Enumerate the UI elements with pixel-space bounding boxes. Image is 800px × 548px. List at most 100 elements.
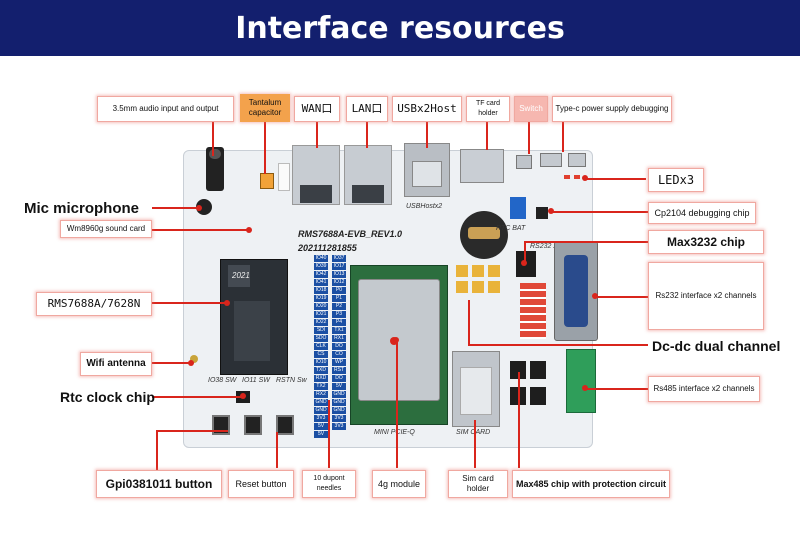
pin-label: P2	[332, 303, 346, 310]
label-led: LEDx3	[648, 168, 704, 192]
pin-label: 5V	[332, 383, 346, 390]
silk-sw1: IO38 SW	[208, 377, 237, 384]
pin-label: 3V3	[314, 415, 328, 422]
pointer-switch	[528, 122, 530, 154]
pin-label: TX1	[332, 327, 346, 334]
max485-chip-2	[530, 361, 546, 379]
lan-rj45-port	[352, 185, 384, 203]
pin-label: IO39	[314, 263, 328, 270]
typec-port-1	[540, 153, 562, 167]
gpio38-button[interactable]	[212, 415, 230, 435]
label-rms: RMS7688A/7628N	[36, 292, 152, 316]
pointer-dot-max3232	[521, 260, 527, 266]
pin-label: IO10	[314, 359, 328, 366]
led-2	[574, 175, 580, 179]
cp2104-chip	[536, 207, 548, 219]
pin-label: WP	[332, 359, 346, 366]
rtc-battery-clip	[468, 227, 500, 239]
label-wm8960: Wm8960g sound card	[60, 220, 152, 238]
gpio11-button[interactable]	[244, 415, 262, 435]
pointer-audio	[212, 122, 214, 156]
pointer-dupont	[328, 400, 330, 468]
pin-label: GND	[332, 391, 346, 398]
inductor-2	[472, 265, 484, 277]
label-switch: Switch	[514, 96, 548, 122]
label-dcdc: Dc-dc dual channel	[652, 338, 781, 354]
pin-label: RX2	[314, 391, 328, 398]
pin-label: RST	[332, 367, 346, 374]
4g-module-card	[358, 279, 440, 401]
label-sim: Sim card holder	[448, 470, 508, 498]
white-connector	[278, 163, 290, 191]
pointer-usb	[426, 122, 428, 148]
label-typec: Type-c power supply debugging	[552, 96, 672, 122]
label-dupont: 10 dupont needles	[302, 470, 356, 498]
pointer-mic	[152, 207, 198, 209]
label-4g: 4g module	[372, 470, 426, 498]
right-pin-header: IO37 IO17 IO13 IO12 P0 P1 P2 P3 P4 TX1 R…	[332, 255, 346, 431]
label-usb: USBx2Host	[392, 96, 462, 122]
pin-label: SDI	[314, 327, 328, 334]
inductor-1	[456, 265, 468, 277]
db9-shell	[564, 255, 588, 327]
pin-label: TX2	[314, 383, 328, 390]
pointer-rms	[152, 302, 226, 304]
label-wan: WAN口	[294, 96, 340, 122]
pointer-typec	[562, 122, 564, 152]
pointer-dot-rms	[224, 300, 230, 306]
rms7688-ram	[234, 301, 270, 361]
silk-sw2: IO11 SW	[242, 377, 270, 384]
pointer-max3232-v	[524, 241, 526, 263]
pin-label: DO	[332, 375, 346, 382]
pin-label: TXD	[314, 367, 328, 374]
pointer-dot-rtc	[240, 393, 246, 399]
wifi-antenna-connector	[190, 355, 198, 363]
pin-label: IO20	[314, 303, 328, 310]
pointer-wan	[316, 122, 318, 148]
pointer-rs232	[596, 296, 648, 298]
page-title-banner: Interface resources	[0, 0, 800, 56]
pin-label: IO17	[332, 263, 346, 270]
label-wifi: Wifi antenna	[80, 352, 152, 376]
pin-label: P3	[332, 311, 346, 318]
tantalum-capacitor	[260, 173, 274, 189]
silk-serial: 202111281855	[298, 243, 357, 253]
pin-label: IO19	[314, 295, 328, 302]
pin-label: 3V3	[332, 415, 346, 422]
label-mic: Mic microphone	[24, 200, 140, 217]
silk-sim: SIM CARD	[456, 429, 491, 436]
label-rs485: Rs485 interface x2 channels	[648, 376, 760, 402]
sim-card-slot	[460, 367, 492, 415]
label-max485: Max485 chip with protection circuit	[512, 470, 670, 498]
typec-port-2	[568, 153, 586, 167]
pin-label: GND	[314, 399, 328, 406]
left-pin-header: IO40 IO39 IO42 IO41 IO18 IO19 IO20 IO21 …	[314, 255, 328, 439]
silk-rtc: RTC BAT	[496, 225, 526, 232]
pointer-dcdc-v	[468, 300, 470, 344]
pin-label: P0	[332, 287, 346, 294]
rms7688-chip	[228, 265, 250, 287]
pointer-reset	[276, 432, 278, 468]
pointer-dot-rs232	[592, 293, 598, 299]
pointer-gpio-v	[156, 430, 158, 470]
pointer-dot-cp2104	[548, 208, 554, 214]
pin-label: P4	[332, 319, 346, 326]
pointer-dot-mic	[196, 205, 202, 211]
pointer-gpio-h	[156, 430, 228, 432]
pin-label: CLK	[314, 343, 328, 350]
reset-hw-button[interactable]	[276, 415, 294, 435]
pin-label: 5V	[314, 423, 328, 430]
pointer-rs485	[586, 388, 648, 390]
pin-label: GND	[314, 407, 328, 414]
pin-label: P1	[332, 295, 346, 302]
label-rs232: Rs232 interface x2 channels	[648, 262, 764, 330]
tf-card-slot	[460, 149, 504, 183]
silk-usb: USBHostx2	[406, 203, 443, 210]
pointer-rtc	[152, 396, 242, 398]
usb-host-slot	[412, 161, 442, 187]
pin-label: IO13	[332, 271, 346, 278]
pin-label: IO40	[314, 255, 328, 262]
label-tf: TF card holder	[466, 96, 510, 122]
audio-jack-hole	[209, 149, 221, 159]
pin-label: IO41	[314, 279, 328, 286]
